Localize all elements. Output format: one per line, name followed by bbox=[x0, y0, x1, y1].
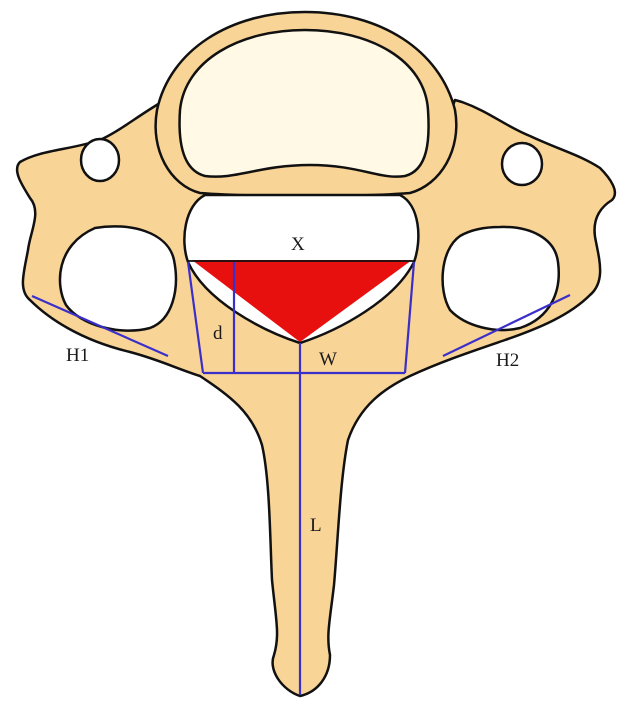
w-right-line bbox=[403, 261, 416, 374]
h2-line bbox=[442, 294, 571, 357]
label-h2: H2 bbox=[496, 350, 519, 371]
label-l: L bbox=[310, 515, 322, 536]
right-large-foramen bbox=[441, 225, 560, 332]
label-x: X bbox=[291, 234, 305, 255]
measurement-lines bbox=[31, 260, 571, 695]
w-left-line bbox=[186, 261, 205, 374]
label-d: d bbox=[213, 323, 223, 344]
label-h1: H1 bbox=[66, 345, 89, 366]
left-large-foramen bbox=[58, 225, 178, 332]
h1-line bbox=[31, 294, 169, 358]
left-small-foramen bbox=[79, 137, 121, 183]
highlighted-region bbox=[192, 260, 412, 342]
right-small-foramen bbox=[500, 141, 544, 187]
label-w: W bbox=[319, 349, 337, 370]
vertebral-body-inner bbox=[178, 28, 430, 178]
